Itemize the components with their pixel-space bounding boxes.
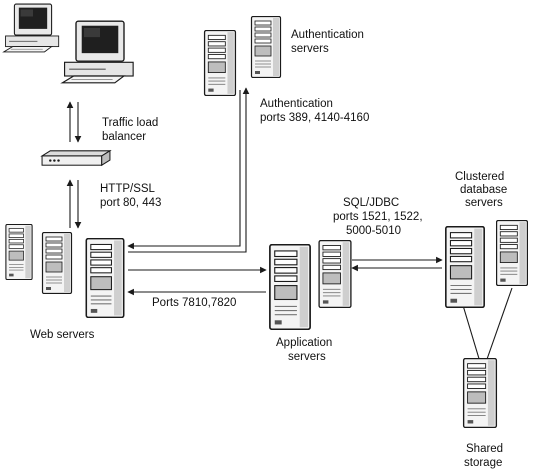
auth-ports-label: Authentication ports 389, 4140-4160 [260, 98, 369, 124]
traffic-lb-label: Traffic load balancer [102, 117, 161, 143]
server-tower-icon [250, 16, 282, 78]
traffic-lb-label-line: Traffic load [102, 117, 158, 129]
server-tower-icon [85, 238, 125, 318]
traffic-lb-label-line: balancer [102, 131, 146, 143]
sql-jdbc-label-line: 5000-5010 [346, 225, 401, 237]
application-servers [269, 240, 352, 330]
clustered-db-label-line: database [460, 184, 507, 196]
client-workstations [3, 3, 134, 84]
web-servers [5, 224, 125, 318]
clustered-db-label-line: servers [465, 197, 503, 209]
sql-jdbc-label-line: ports 1521, 1522, [333, 211, 423, 223]
http-ssl-label-line: port 80, 443 [100, 197, 161, 209]
desktop-computer-icon [3, 3, 60, 53]
ports-app-label-line: Ports 7810,7820 [152, 297, 236, 309]
web-auth-arrow-outer [128, 87, 250, 253]
clustered-database-servers [444, 220, 528, 308]
server-tower-icon [41, 232, 73, 294]
app-servers-label-line: Application [276, 337, 332, 349]
server-tower-icon [444, 226, 486, 308]
auth-ports-label-line: Authentication [260, 98, 333, 110]
sql-jdbc-label-line: SQL/JDBC [343, 197, 399, 209]
clustered-db-label: Clustered database servers [455, 171, 511, 209]
web-servers-label: Web servers [30, 329, 95, 341]
http-ssl-label-line: HTTP/SSL [100, 183, 156, 195]
app-servers-label: Application servers [276, 337, 335, 363]
clustered-db-label-line: Clustered [455, 171, 504, 183]
load-balancer-icon [41, 150, 111, 166]
ports-app-label: Ports 7810,7820 [152, 297, 236, 309]
shared-storage-label-line: Shared [466, 443, 503, 455]
connections [66, 87, 513, 363]
web-auth-arrow-inner [127, 90, 241, 250]
authentication-servers [203, 16, 282, 96]
server-tower-icon [203, 30, 237, 96]
storage-tower-icon [462, 358, 498, 428]
server-tower-icon [318, 240, 352, 308]
auth-servers-label-line: servers [291, 43, 329, 55]
web-servers-label-line: Web servers [30, 329, 95, 341]
shared-storage-label-line: storage [464, 457, 502, 469]
auth-servers-label-line: Authentication [291, 29, 364, 41]
auth-ports-label-line: ports 389, 4140-4160 [260, 112, 369, 124]
server-tower-icon [5, 224, 33, 280]
db-storage-link-right [485, 287, 513, 363]
desktop-computer-icon [61, 20, 134, 84]
app-servers-label-line: servers [288, 351, 326, 363]
server-tower-icon [496, 220, 528, 286]
http-ssl-label: HTTP/SSL port 80, 443 [100, 183, 161, 209]
sql-jdbc-label: SQL/JDBC ports 1521, 1522, 5000-5010 [333, 197, 426, 237]
server-tower-icon [269, 244, 311, 330]
db-storage-link-left [461, 301, 481, 363]
shared-storage-label: Shared storage [464, 443, 506, 469]
auth-servers-label: Authentication servers [291, 29, 367, 55]
